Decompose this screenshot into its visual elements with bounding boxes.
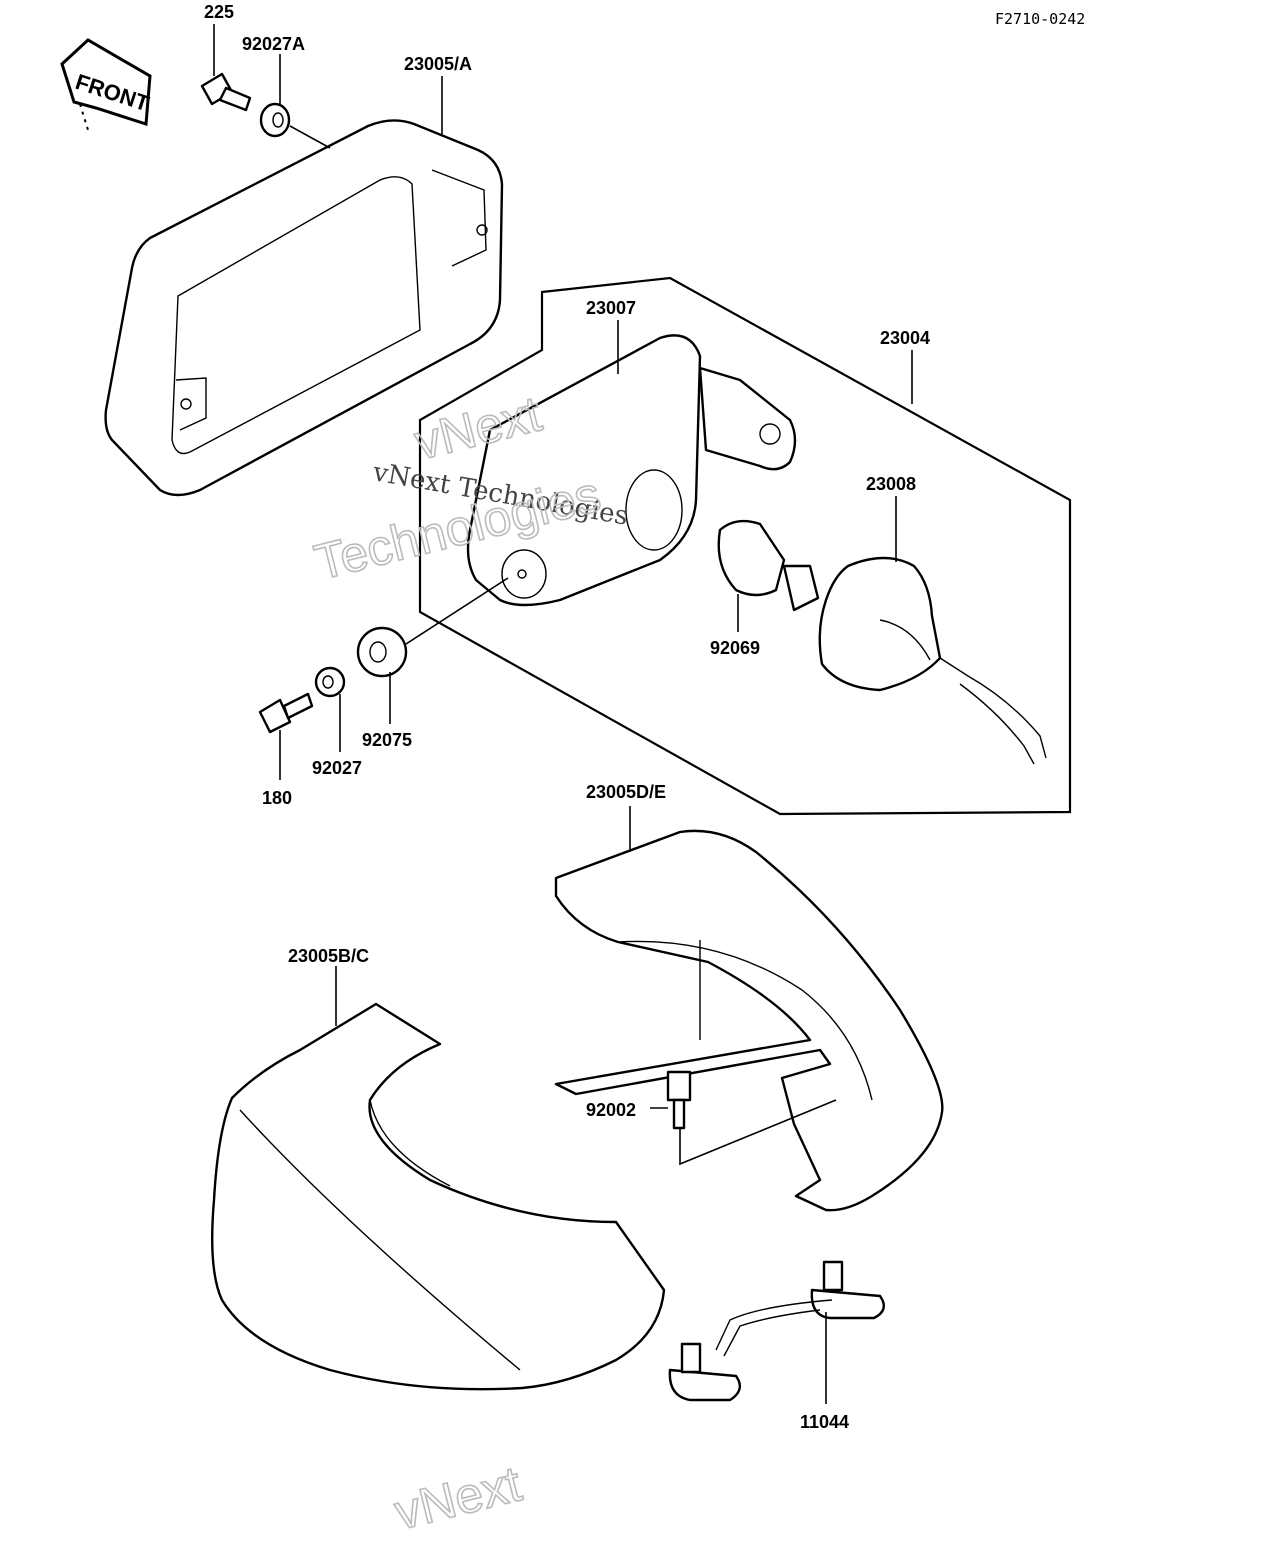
- cover-left-part: [211, 1002, 666, 1391]
- bolt-92002-part: [666, 1070, 692, 1130]
- label-92075: 92075: [362, 730, 412, 750]
- label-92002: 92002: [586, 1100, 636, 1120]
- socket-23008-part: [818, 556, 1047, 765]
- label-92027a: 92027A: [242, 34, 305, 54]
- diagram-code: F2710-0242: [995, 10, 1085, 28]
- label-23007: 23007: [586, 298, 636, 318]
- label-23005a: 23005/A: [404, 54, 472, 74]
- label-92027: 92027: [312, 758, 362, 778]
- bolt-225-part: [200, 72, 252, 112]
- washer-92027-part: [314, 666, 346, 698]
- washer-92027a-part: [259, 102, 291, 138]
- label-225: 225: [204, 2, 234, 22]
- bolt-180-part: [258, 692, 314, 734]
- cover-right-part: [554, 829, 944, 1212]
- label-23005de: 23005D/E: [586, 782, 666, 802]
- housing-rear-part: [104, 119, 504, 497]
- bulb-92069-part: [717, 519, 820, 612]
- watermark-text-4: vNext: [389, 1455, 527, 1536]
- bracket-11044-part: [668, 1260, 886, 1402]
- grommet-92075-part: [356, 626, 408, 678]
- label-11044: 11044: [800, 1412, 849, 1432]
- label-23005bc: 23005B/C: [288, 946, 369, 966]
- label-23008: 23008: [866, 474, 916, 494]
- group-outline: [418, 276, 1072, 816]
- lens-23007-part: [466, 334, 797, 607]
- label-23004: 23004: [880, 328, 930, 348]
- front-arrow-icon: FRONT: [60, 38, 153, 131]
- label-92069: 92069: [710, 638, 760, 658]
- leader-lines: [213, 24, 913, 1404]
- label-180: 180: [262, 788, 292, 808]
